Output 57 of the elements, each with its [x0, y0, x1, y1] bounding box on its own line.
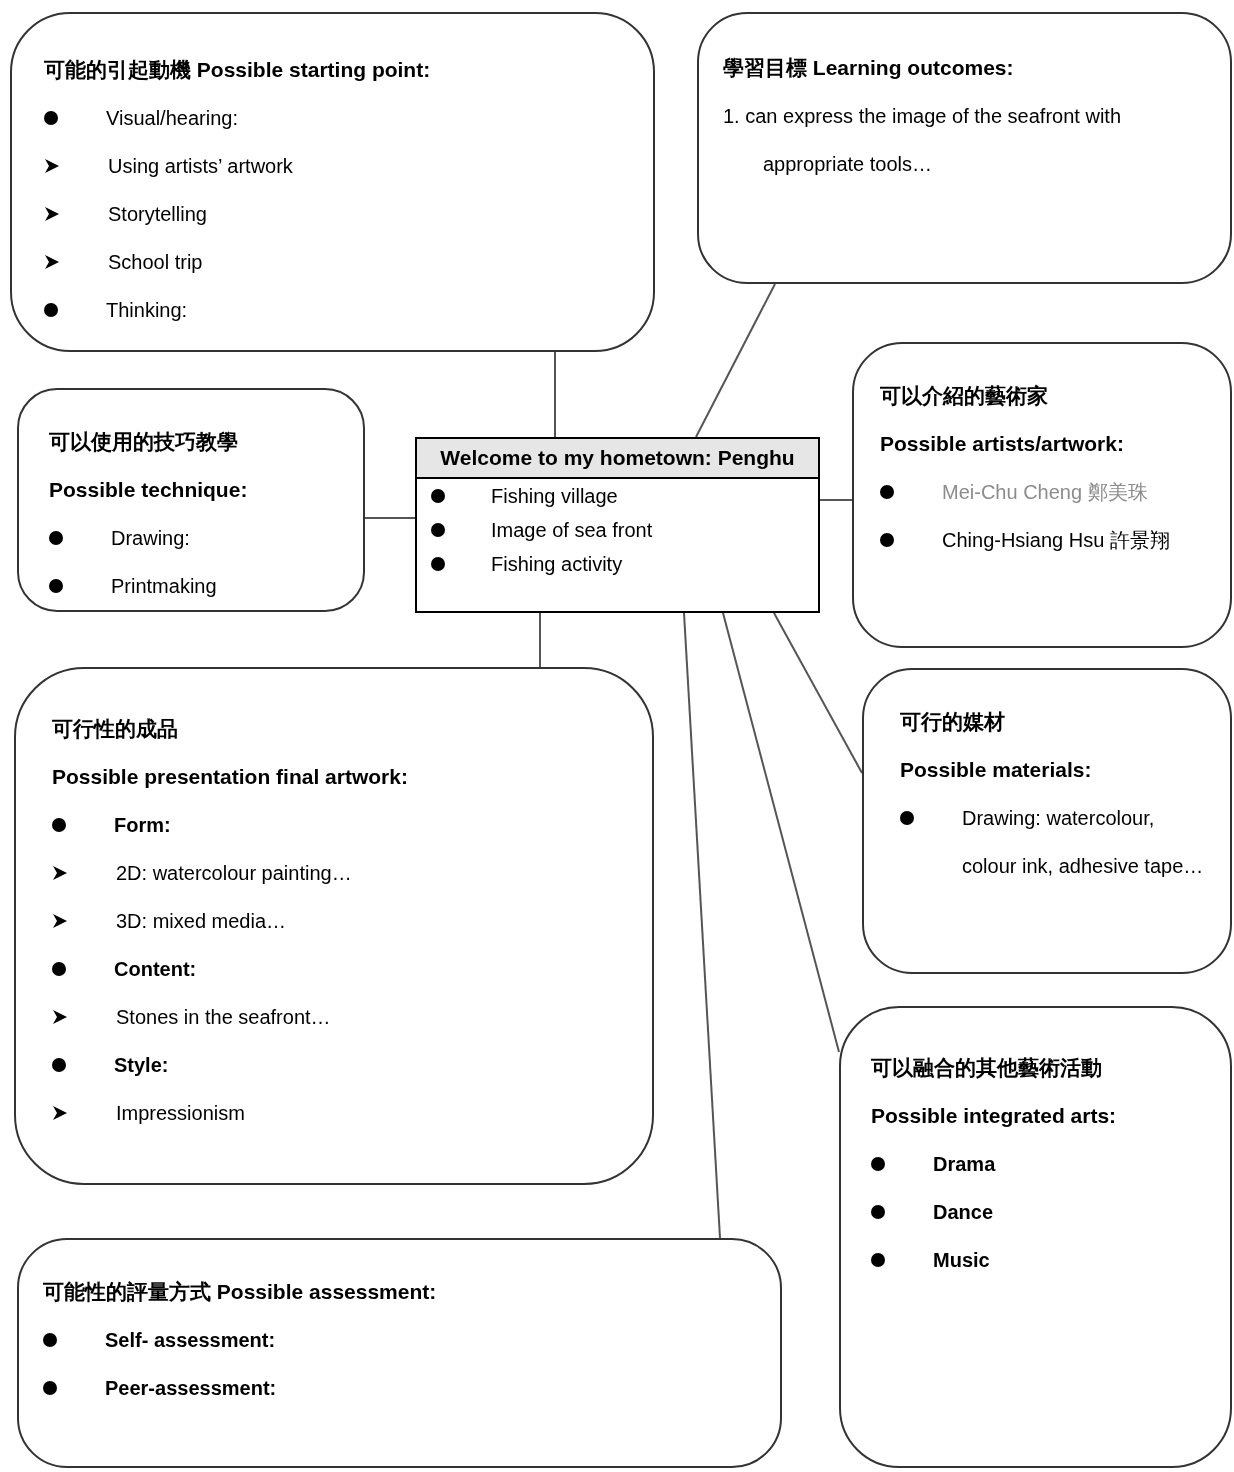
list-item: Mei-Chu Cheng 鄭美珠 [942, 480, 1148, 505]
list-item: Form: [114, 813, 171, 838]
rounded-box [10, 12, 655, 352]
heading: Possible presentation final artwork: [52, 764, 409, 790]
rounded-box [17, 388, 365, 612]
list-item: Dance [933, 1200, 994, 1225]
list-item: Thinking: [106, 298, 188, 323]
heading: 可以融合的其他藝術活動 [871, 1055, 1103, 1081]
heading: 可行性的成品 [52, 716, 179, 742]
list-item: 2D: watercolour painting… [116, 861, 352, 886]
outcome-text: 1. can express the image of the seafront with appropriate tools… [723, 104, 1122, 177]
topic-box [415, 437, 820, 613]
list-item: Drama [933, 1152, 996, 1177]
list-item: Music [933, 1248, 990, 1273]
list-item: Visual/hearing: [106, 106, 238, 131]
list-item: Storytelling [108, 202, 207, 227]
list-item: Fishing village [491, 484, 618, 509]
connector-line [695, 283, 776, 438]
heading: Possible integrated arts: [871, 1103, 1118, 1129]
topic-title: Welcome to my hometown: Penghu [417, 439, 818, 479]
heading: 學習目標 Learning outcomes: [723, 55, 1015, 81]
list-item: Style: [114, 1053, 169, 1078]
rounded-box [852, 342, 1232, 648]
list-item: 3D: mixed media… [116, 909, 287, 934]
heading: 可行的媒材 [900, 709, 1006, 735]
heading: 可能性的評量方式 Possible assessment: [43, 1279, 438, 1305]
connector-line [683, 612, 721, 1239]
list-item: Printmaking [111, 574, 217, 599]
heading: 可能的引起動機 Possible starting point: [44, 57, 432, 83]
heading: Possible materials: [900, 757, 1093, 783]
connector-line [819, 499, 853, 501]
connector-line [364, 517, 416, 519]
list-item: Stones in the seafront… [116, 1005, 331, 1030]
list-item: Fishing activity [491, 552, 623, 577]
list-item: Drawing: watercolour, colour ink, adhesive tape… [962, 806, 1205, 879]
list-item: Impressionism [116, 1101, 245, 1126]
list-item: Ching-Hsiang Hsu 許景翔 [942, 528, 1170, 553]
heading: Possible technique: [49, 477, 249, 503]
list-item: School trip [108, 250, 203, 275]
rounded-box [17, 1238, 782, 1468]
heading: 可以使用的技巧教學 [49, 429, 239, 455]
list-item: Using artists’ artwork [108, 154, 293, 179]
rounded-box [697, 12, 1232, 284]
connector-line [722, 612, 840, 1053]
list-item: Drawing: [111, 526, 190, 551]
heading: 可以介紹的藝術家 [880, 383, 1049, 409]
list-item: Image of sea front [491, 518, 653, 543]
rounded-box [14, 667, 654, 1185]
list-item: Content: [114, 957, 197, 982]
connector-line [539, 612, 541, 668]
rounded-box [839, 1006, 1232, 1468]
heading: Possible artists/artwork: [880, 431, 1125, 457]
connector-line [773, 612, 863, 774]
connector-line [554, 351, 556, 438]
list-item: Peer-assessment: [105, 1376, 277, 1401]
list-item: Self- assessment: [105, 1328, 276, 1353]
rounded-box [862, 668, 1232, 974]
